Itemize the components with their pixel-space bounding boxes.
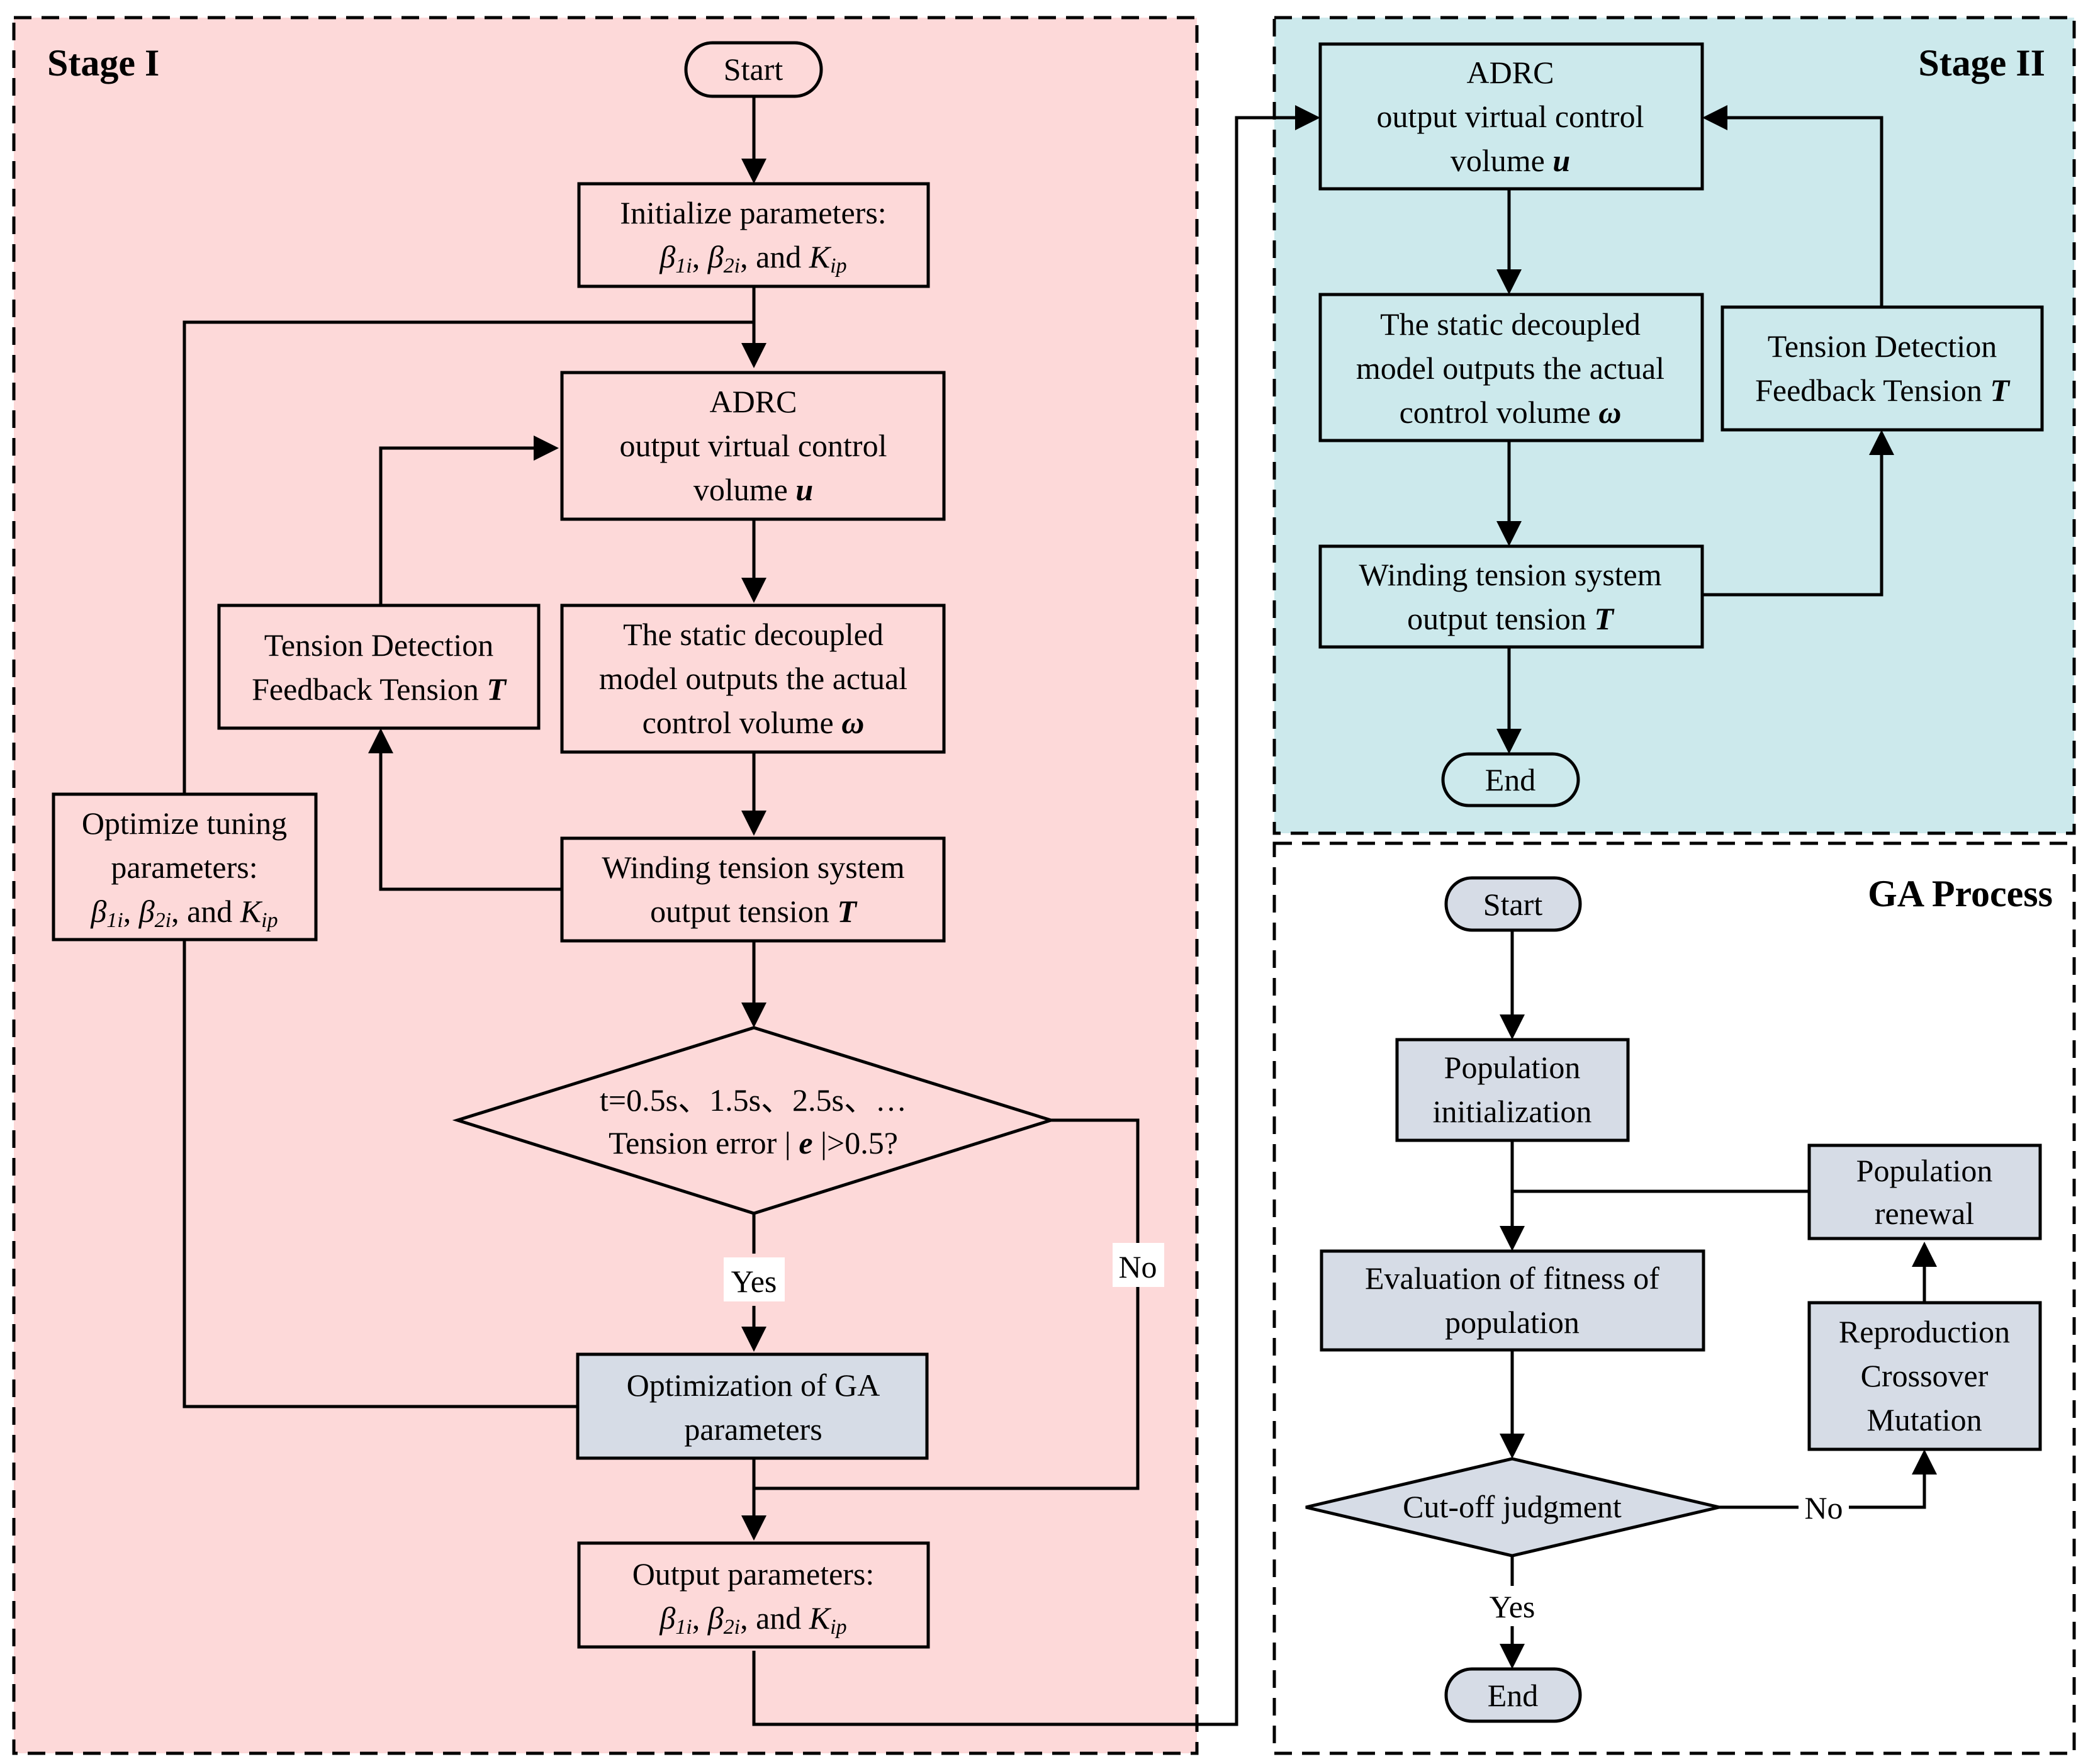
output-params-line2: β1i, β2i, and Kip [659, 1600, 846, 1639]
ga-start-label: Start [1483, 887, 1543, 922]
winding-system-line1: Winding tension system [602, 850, 904, 885]
output-params-box [577, 1541, 930, 1649]
decision-line1: t=0.5s、1.5s、2.5s、… [600, 1082, 907, 1118]
eval-fitness-line1: Evaluation of fitness of [1365, 1261, 1659, 1296]
s2-winding-system-line1: Winding tension system [1359, 557, 1661, 592]
stage2-connectors [1496, 105, 1894, 754]
ga-no-label: No [1804, 1490, 1843, 1525]
s2-static-model-box [1318, 293, 1704, 442]
decision-line2: Tension error | e |>0.5? [609, 1125, 898, 1160]
static-model-line3: control volume ω [643, 705, 865, 740]
decision-no-label: No [1118, 1249, 1157, 1284]
pop-init-line2: initialization [1433, 1094, 1592, 1129]
reproduction-line1: Reproduction [1839, 1314, 2010, 1349]
adrc-line3: volume u [693, 472, 813, 507]
cutoff-diamond [1305, 1457, 1720, 1558]
ga-optimization-box [576, 1352, 929, 1460]
ga-optimization-line1: Optimization of GA [627, 1368, 880, 1403]
static-model-line1: The static decoupled [623, 617, 884, 652]
s2-adrc-line3: volume u [1451, 143, 1570, 178]
s2-static-model-line1: The static decoupled [1380, 306, 1641, 342]
ga-start [1444, 876, 1582, 932]
eval-fitness-box [1320, 1249, 1705, 1352]
s2-tension-detection-line2: Feedback Tension T [1755, 373, 2011, 408]
optimize-tuning-line1: Optimize tuning [82, 806, 287, 841]
init-params-box [577, 182, 930, 288]
stage2-title: Stage II [1918, 42, 2045, 84]
pop-renewal-box [1807, 1143, 2042, 1240]
pop-renewal-line1: Population [1856, 1153, 1993, 1188]
optimize-tuning-line3: β1i, β2i, and Kip [90, 894, 278, 932]
optimize-tuning-line2: parameters: [111, 850, 257, 885]
s2-end [1441, 752, 1580, 807]
ga-yes-label-bg [1482, 1586, 1542, 1626]
adrc-line1: ADRC [710, 384, 797, 419]
s2-winding-system-box [1318, 544, 1704, 649]
s2-winding-system-line2: output tension T [1407, 601, 1615, 636]
reproduction-box [1807, 1301, 2042, 1451]
s2-static-model-line3: control volume ω [1400, 395, 1622, 430]
stage1-start [684, 41, 823, 98]
static-model-box [560, 604, 946, 754]
ga-no-label-bg [1799, 1486, 1849, 1527]
s2-adrc-line1: ADRC [1467, 55, 1554, 90]
no-label-bg [1113, 1243, 1164, 1287]
output-params-line1: Output parameters: [632, 1556, 875, 1592]
init-params-line1: Initialize parameters: [620, 195, 886, 230]
adrc-line2: output virtual control [620, 428, 887, 463]
ga-connectors [1500, 930, 1937, 1669]
s2-adrc-line2: output virtual control [1377, 99, 1644, 134]
reproduction-line2: Crossover [1861, 1358, 1989, 1393]
yes-label-bg [724, 1257, 785, 1301]
s2-end-label: End [1485, 762, 1536, 797]
ga-end [1444, 1667, 1582, 1723]
tension-detection-line1: Tension Detection [264, 627, 493, 663]
winding-system-line2: output tension T [650, 894, 858, 929]
decision-yes-label: Yes [731, 1264, 777, 1299]
s2-tension-detection-box [1720, 305, 2044, 432]
stage1-title: Stage I [47, 42, 159, 84]
ga-optimization-line2: parameters [684, 1412, 822, 1447]
eval-fitness-line2: population [1445, 1305, 1580, 1340]
decision-diamond [452, 1026, 1057, 1215]
tension-detection-line2: Feedback Tension T [252, 671, 507, 707]
s2-adrc-box [1318, 42, 1704, 191]
cutoff-label: Cut-off judgment [1403, 1489, 1622, 1524]
ga-end-label: End [1488, 1678, 1539, 1713]
winding-system-box [560, 836, 946, 943]
stage1-connectors [172, 93, 1320, 1726]
optimize-tuning-box [52, 792, 318, 941]
adrc-box [560, 371, 946, 521]
s2-static-model-line2: model outputs the actual [1356, 351, 1664, 386]
ga-title: GA Process [1868, 873, 2053, 914]
pop-renewal-line2: renewal [1875, 1196, 1974, 1231]
s2-tension-detection-line1: Tension Detection [1768, 329, 1997, 364]
static-model-line2: model outputs the actual [599, 661, 907, 696]
reproduction-line3: Mutation [1866, 1402, 1982, 1437]
pop-init-box [1395, 1038, 1630, 1142]
ga-yes-label: Yes [1490, 1589, 1535, 1624]
pop-init-line1: Population [1444, 1050, 1581, 1085]
tension-detection-box [217, 604, 541, 730]
stage1-start-label: Start [724, 52, 783, 87]
init-params-line2: β1i, β2i, and Kip [659, 239, 846, 278]
